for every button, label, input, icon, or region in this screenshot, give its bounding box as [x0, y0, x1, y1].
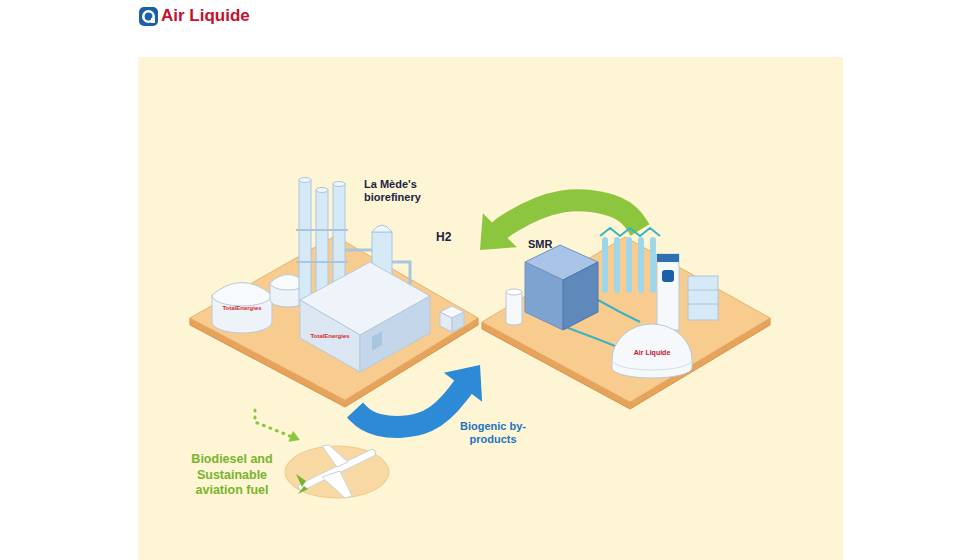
- edge-label-slot: H2: [436, 230, 466, 244]
- logo-icon-part: [139, 7, 158, 26]
- label-slot: TotalEnergies: [306, 333, 354, 339]
- label-slot: Air Liquide: [161, 7, 291, 26]
- arrowhead: [480, 213, 517, 250]
- smr-platform: SMR: [480, 230, 774, 410]
- label-slot: TotalEnergies: [218, 305, 266, 311]
- refinery-illustration-part: [372, 225, 392, 232]
- disc-outline: [285, 446, 389, 498]
- node-text: Biodiesel and Sustainable aviation fuel: [182, 452, 282, 499]
- biorefinery-platform: La Mède's biorefinery: [186, 172, 480, 410]
- fuel-dotted-arrow: [255, 410, 300, 442]
- refinery-illustration-part: [333, 182, 345, 187]
- tank-logo-text: TotalEnergies: [218, 305, 266, 311]
- refinery-illustration-part: [316, 188, 328, 193]
- platform-face: [190, 236, 478, 400]
- text-slot: Biodiesel and Sustainable aviation fuel: [182, 452, 282, 499]
- smr-illustration-part: [506, 289, 522, 295]
- node-text: SMR: [528, 238, 568, 251]
- dome-logo-text: Air Liquide: [627, 349, 677, 356]
- node-outline: [186, 172, 480, 410]
- logo-icon-part: [151, 18, 155, 23]
- refinery-illustration-part: [296, 229, 348, 231]
- product-disc: Biodiesel and Sustainable aviation fuel: [182, 440, 394, 512]
- smr-illustration-part: [600, 228, 660, 236]
- flow-label: Biogenic by-products: [455, 420, 531, 446]
- label-slot: Air Liquide: [627, 349, 677, 356]
- connector-line: [255, 410, 292, 437]
- edge-label-slot: Biogenic by-products: [455, 420, 531, 446]
- company-logo-text: Air Liquide: [161, 7, 291, 26]
- arrowhead: [444, 365, 482, 402]
- text-slot: La Mède's biorefinery: [364, 178, 438, 204]
- node-text: La Mède's biorefinery: [364, 178, 438, 204]
- platform-face: [482, 237, 770, 402]
- logo-icon-part: [143, 11, 153, 21]
- connector-line: [355, 386, 464, 426]
- text-slot: SMR: [528, 238, 568, 251]
- refinery-illustration-part: [299, 178, 311, 183]
- flow-label: H2: [436, 230, 466, 244]
- node-outline: [480, 230, 774, 410]
- building-logo-text: TotalEnergies: [306, 333, 354, 339]
- connector-line: [499, 200, 640, 231]
- logo-icon: [139, 7, 158, 26]
- arrowhead: [288, 431, 300, 442]
